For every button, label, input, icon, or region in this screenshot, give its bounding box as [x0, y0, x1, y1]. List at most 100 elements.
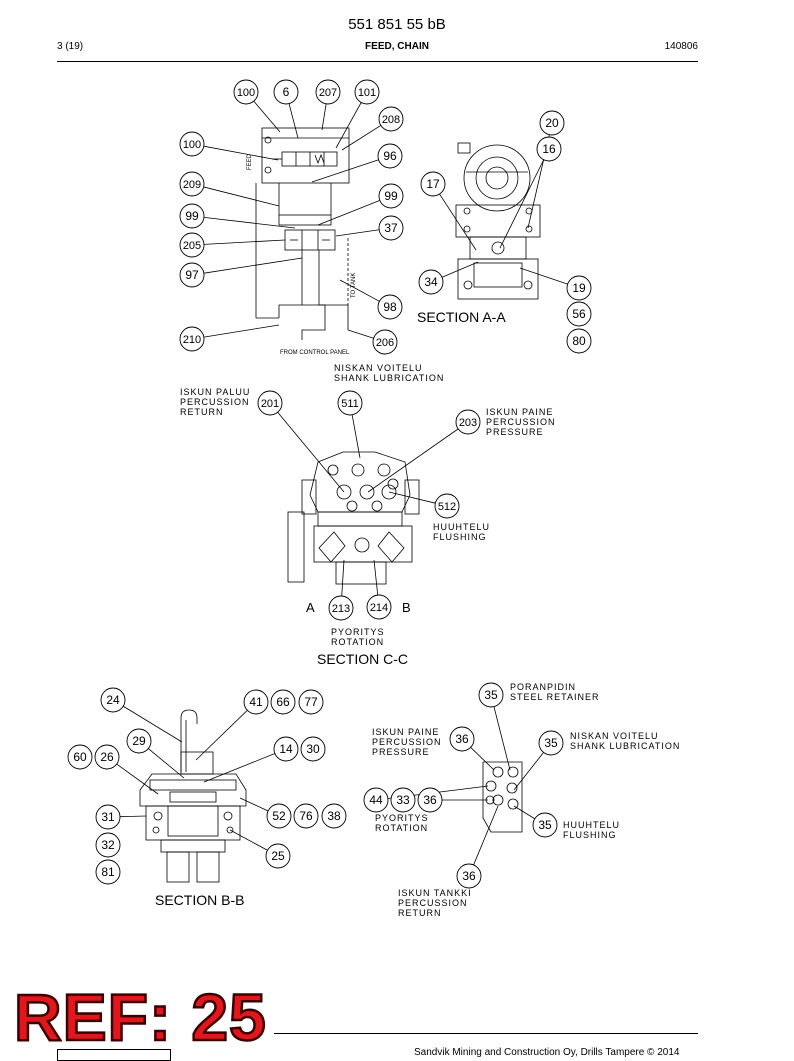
callout-circle [456, 863, 482, 889]
callout-33: 33 [390, 787, 416, 813]
callout-36: 36 [449, 726, 495, 771]
callout-circle [539, 110, 565, 136]
callout-number: 35 [538, 818, 552, 832]
callout-circle [179, 262, 205, 288]
callout-circle [179, 171, 205, 197]
callout-circle [100, 687, 126, 713]
callout-circle [179, 203, 205, 229]
label-flushing-fi-2: HUUHTELU [563, 820, 620, 830]
label-tank-en1: PERCUSSION [398, 898, 468, 908]
callout-number: 38 [327, 809, 341, 823]
callout-number: 207 [319, 87, 337, 99]
callout-circle [378, 215, 404, 241]
callout-circle [328, 595, 354, 621]
leader-line [513, 805, 535, 820]
callout-209: 209 [179, 171, 280, 207]
footer-divider [274, 1033, 698, 1034]
leader-line [335, 102, 362, 149]
callout-circle [270, 689, 296, 715]
label-to-tank: TO TANK [351, 273, 357, 298]
label-rotation-fi: PYORITYS [331, 627, 385, 637]
callout-100: 100 [233, 79, 281, 133]
label-port-a: A [306, 600, 315, 615]
leader-line [339, 279, 380, 302]
callout-number: 30 [306, 742, 320, 756]
callout-number: 14 [279, 742, 293, 756]
leader-line [493, 706, 511, 771]
callout-number: 213 [332, 603, 350, 615]
callout-circle [418, 269, 444, 295]
callout-25: 25 [229, 829, 291, 869]
label-flushing-en-2: FLUSHING [563, 830, 617, 840]
callout-number: 99 [185, 209, 199, 223]
callout-circle [538, 730, 564, 756]
callout-29: 29 [126, 728, 185, 779]
callout-circle [298, 689, 324, 715]
callout-circle [257, 390, 283, 416]
callout-37: 37 [335, 215, 404, 241]
ref-stamp: REF: 25 [13, 980, 267, 1054]
callout-circle [372, 329, 398, 355]
callout-circle [536, 136, 562, 162]
leader-line [373, 559, 379, 596]
callout-77: 77 [298, 689, 324, 715]
page-title: FEED, CHAIN [365, 41, 429, 52]
label-perc-pressure-fi: ISKUN PAINE [486, 407, 553, 417]
callout-number: 25 [271, 849, 285, 863]
callout-96: 96 [311, 143, 403, 183]
section-label-cc: SECTION C-C [317, 651, 408, 667]
callout-circle [293, 803, 319, 829]
callout-number: 16 [542, 142, 556, 156]
callout-circle [566, 301, 592, 327]
leader-line [203, 239, 286, 245]
callout-60: 60 [67, 744, 93, 770]
page-number: 3 (19) [57, 41, 84, 52]
callout-circle [321, 803, 347, 829]
callout-circle [179, 326, 205, 352]
callout-circle [366, 594, 392, 620]
callout-number: 206 [376, 337, 394, 349]
label-shank-en: SHANK LUBRICATION [334, 373, 444, 383]
document-number: 551 851 55 bB [348, 16, 446, 33]
callout-20: 20 [527, 110, 565, 229]
callout-circle [94, 744, 120, 770]
leader-line [277, 411, 345, 493]
leader-line [513, 752, 544, 791]
label-perc-pressure-en1-2: PERCUSSION [372, 737, 442, 747]
callout-35: 35 [513, 730, 564, 791]
callout-circle [179, 232, 205, 258]
callout-number: 33 [396, 793, 410, 807]
callout-35: 35 [478, 682, 511, 771]
callout-circle [126, 728, 152, 754]
callout-circle [378, 183, 404, 209]
callout-number: 20 [545, 116, 559, 130]
label-flushing-en: FLUSHING [433, 532, 487, 542]
label-perc-pressure-en2: PRESSURE [486, 427, 544, 437]
callout-number: 36 [455, 732, 469, 746]
label-flushing-fi: HUUHTELU [433, 522, 490, 532]
callout-circle [95, 859, 121, 885]
callout-number: 205 [183, 240, 201, 252]
leader-line [203, 145, 279, 161]
callout-number: 80 [572, 334, 586, 348]
leader-line [473, 805, 499, 866]
callout-circle [566, 328, 592, 354]
callout-number: 6 [283, 85, 290, 99]
callout-number: 32 [101, 838, 115, 852]
callout-circle [434, 493, 460, 519]
callout-number: 100 [237, 87, 255, 99]
leader-line [439, 193, 477, 251]
callout-circle [265, 843, 291, 869]
callout-number: 66 [276, 695, 290, 709]
callout-number: 29 [132, 734, 146, 748]
callout-number: 97 [185, 268, 199, 282]
callout-number: 36 [423, 793, 437, 807]
callout-31: 31 [95, 804, 147, 830]
callout-35: 35 [513, 805, 558, 838]
callout-number: 511 [341, 398, 359, 410]
callout-number: 76 [299, 809, 313, 823]
callout-101: 101 [335, 79, 380, 149]
callout-circle [266, 803, 292, 829]
